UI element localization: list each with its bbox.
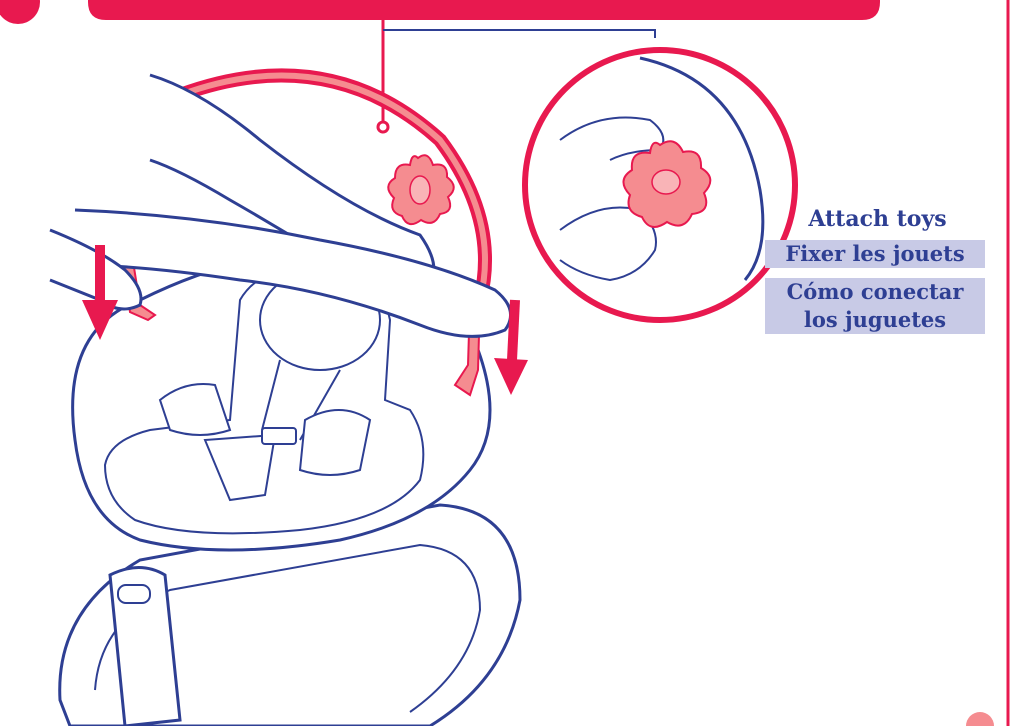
harness-buckle (262, 428, 296, 444)
detail-flower-center (652, 170, 680, 194)
control-button (118, 585, 150, 603)
flower-toy-center (410, 176, 430, 204)
caption-spanish: Cómo conectar los juguetes (765, 278, 985, 334)
caption-spanish-line2: los juguetes (765, 306, 985, 334)
leader-line-detail (383, 30, 655, 38)
harness-pad-right (300, 410, 370, 475)
caption-french: Fixer les jouets (765, 240, 985, 268)
detail-view (525, 50, 795, 320)
caption-english: Attach toys (760, 205, 995, 233)
step-banner (88, 0, 880, 20)
leader-line-end (378, 122, 388, 132)
step-number-circle (0, 0, 40, 24)
page-marker (966, 712, 994, 726)
caption-spanish-line1: Cómo conectar (765, 278, 985, 306)
